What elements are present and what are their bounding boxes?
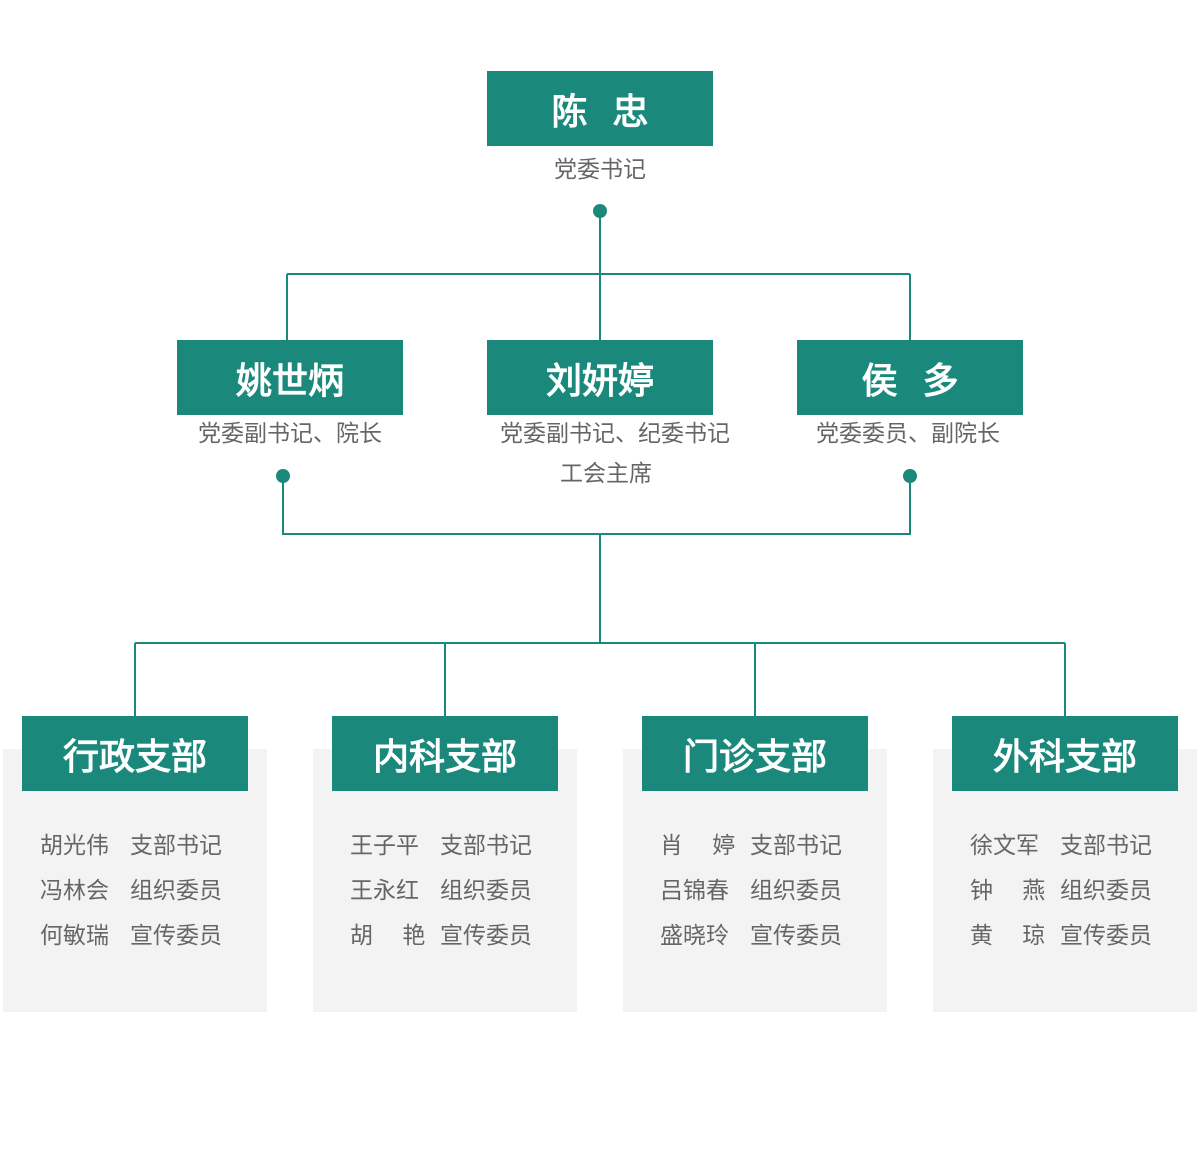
member-row: 王子平支部书记 [313, 824, 577, 869]
member-row: 黄 琼宣传委员 [933, 914, 1197, 959]
member-row: 徐文军支部书记 [933, 824, 1197, 869]
branch-3-title: 门诊支部 [642, 716, 868, 791]
member-name: 吕锦春 [660, 878, 729, 904]
member-row: 肖 婷支部书记 [623, 824, 887, 869]
member-role: 组织委员 [440, 878, 532, 904]
member-role: 支部书记 [750, 833, 842, 859]
leader-2-name-box: 刘妍婷 [487, 340, 713, 415]
branch-2-members: 王子平支部书记 王永红组织委员 胡 艳宣传委员 [313, 824, 577, 959]
member-row: 何敏瑞宣传委员 [3, 914, 267, 959]
member-role: 支部书记 [440, 833, 532, 859]
member-name: 肖 婷 [660, 833, 736, 859]
member-role: 宣传委员 [440, 923, 532, 949]
branch-4-panel [933, 749, 1197, 1012]
branch-1-members: 胡光伟支部书记 冯林会组织委员 何敏瑞宣传委员 [3, 824, 267, 959]
member-name: 胡 艳 [350, 923, 426, 949]
member-row: 冯林会组织委员 [3, 869, 267, 914]
branch-2-title: 内科支部 [332, 716, 558, 791]
member-name: 黄 琼 [970, 923, 1046, 949]
leader-3-name-box: 侯 多 [797, 340, 1023, 415]
connector-leaders-to-branches [282, 476, 911, 535]
member-row: 盛晓玲宣传委员 [623, 914, 887, 959]
branch-2-panel [313, 749, 577, 1012]
member-role: 支部书记 [130, 833, 222, 859]
member-role: 宣传委员 [750, 923, 842, 949]
leader-3-role: 党委委员、副院长 [816, 421, 1000, 447]
branch-1-panel [3, 749, 267, 1012]
top-role: 党委书记 [554, 157, 646, 183]
branch-1-title: 行政支部 [22, 716, 248, 791]
branch-4-title: 外科支部 [952, 716, 1178, 791]
member-role: 宣传委员 [130, 923, 222, 949]
member-row: 王永红组织委员 [313, 869, 577, 914]
member-role: 宣传委员 [1060, 923, 1152, 949]
leader-2-role-line-1: 党委副书记、纪委书记 [500, 421, 730, 447]
branch-4-members: 徐文军支部书记 钟 燕组织委员 黄 琼宣传委员 [933, 824, 1197, 959]
member-row: 胡 艳宣传委员 [313, 914, 577, 959]
member-row: 钟 燕组织委员 [933, 869, 1197, 914]
member-role: 组织委员 [130, 878, 222, 904]
member-name: 何敏瑞 [40, 923, 109, 949]
member-name: 王子平 [350, 833, 419, 859]
member-name: 胡光伟 [40, 833, 109, 859]
member-name: 徐文军 [970, 833, 1039, 859]
member-name: 冯林会 [40, 878, 109, 904]
top-name-box: 陈 忠 [487, 71, 713, 146]
member-role: 组织委员 [1060, 878, 1152, 904]
leader-2-role-line-2: 工会主席 [560, 461, 652, 487]
connector-dot-top [593, 204, 607, 218]
member-role: 组织委员 [750, 878, 842, 904]
branch-3-panel [623, 749, 887, 1012]
member-role: 支部书记 [1060, 833, 1152, 859]
connector-dot-right [903, 469, 917, 483]
member-row: 吕锦春组织委员 [623, 869, 887, 914]
member-name: 王永红 [350, 878, 419, 904]
branch-3-members: 肖 婷支部书记 吕锦春组织委员 盛晓玲宣传委员 [623, 824, 887, 959]
member-row: 胡光伟支部书记 [3, 824, 267, 869]
connector-dot-left [276, 469, 290, 483]
member-name: 钟 燕 [970, 878, 1046, 904]
leader-1-role: 党委副书记、院长 [198, 421, 382, 447]
leader-1-name-box: 姚世炳 [177, 340, 403, 415]
member-name: 盛晓玲 [660, 923, 729, 949]
